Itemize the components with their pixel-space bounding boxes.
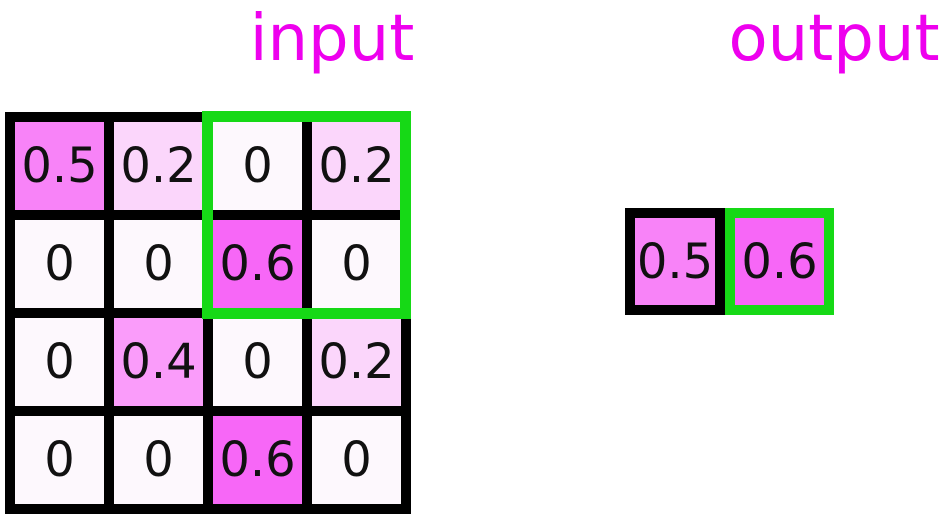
input-matrix: 0.5 0.2 0 0.2 0 0 0.6 0 0 0.4 0 0.2 0 0 … <box>5 112 411 514</box>
input-cell-r1c3: 0 <box>312 220 401 308</box>
output-cell-0: 0.5 <box>625 208 725 315</box>
input-cell-r3c2: 0.6 <box>213 416 302 504</box>
input-cell-r0c3: 0.2 <box>312 122 401 210</box>
input-cell-r2c2: 0 <box>213 318 302 406</box>
input-cell-r2c0: 0 <box>15 318 104 406</box>
input-cell-r0c1: 0.2 <box>114 122 203 210</box>
input-cell-r2c1: 0.4 <box>114 318 203 406</box>
output-cell-1-highlighted: 0.6 <box>725 208 834 315</box>
output-matrix: 0.5 0.6 <box>625 208 834 315</box>
input-cell-r0c2: 0 <box>213 122 302 210</box>
input-cell-r3c0: 0 <box>15 416 104 504</box>
input-cell-r1c0: 0 <box>15 220 104 308</box>
input-cell-r1c2: 0.6 <box>213 220 302 308</box>
input-cell-r3c1: 0 <box>114 416 203 504</box>
input-cell-r3c3: 0 <box>312 416 401 504</box>
input-cell-r2c3: 0.2 <box>312 318 401 406</box>
input-title: input <box>249 2 415 76</box>
input-cell-r0c0: 0.5 <box>15 122 104 210</box>
input-cell-r1c1: 0 <box>114 220 203 308</box>
output-title: output <box>728 2 940 76</box>
